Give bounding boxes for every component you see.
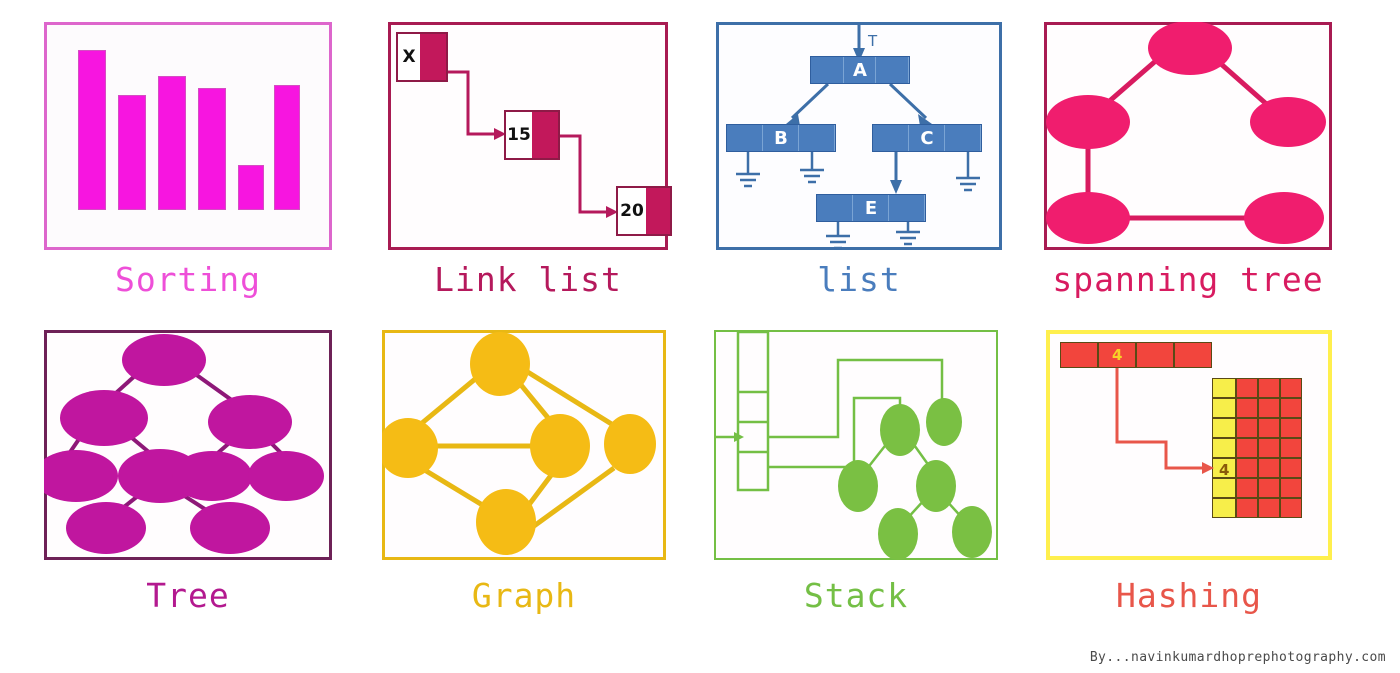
hash-input-cell[interactable] [1174, 342, 1212, 368]
node-pointer-cell [532, 112, 558, 158]
hash-slot[interactable] [1258, 438, 1280, 458]
hash-input-cell[interactable] [1060, 342, 1098, 368]
panel-list[interactable]: T A B C E list [716, 18, 1002, 299]
node-cell [811, 57, 844, 83]
hash-slot[interactable] [1236, 498, 1258, 518]
caption-hashing: Hashing [1115, 576, 1263, 615]
node-cell [853, 195, 889, 221]
panel-sorting[interactable]: Sorting [44, 22, 332, 299]
hash-slot[interactable] [1280, 378, 1302, 398]
node-cell [876, 57, 910, 83]
bar-6 [274, 85, 300, 210]
hash-slot[interactable] [1258, 498, 1280, 518]
hash-slot[interactable] [1258, 398, 1280, 418]
bar-1 [78, 50, 106, 210]
hash-slot[interactable] [1236, 438, 1258, 458]
hash-slot[interactable] [1280, 418, 1302, 438]
node-cell [889, 195, 925, 221]
node-cell [945, 125, 981, 151]
binary-tree-nodes-icon [716, 18, 1002, 250]
caption-list: list [817, 260, 901, 299]
node-cell [909, 125, 945, 151]
panel-hashing[interactable]: 4 4 [1046, 330, 1332, 615]
bar-2 [118, 95, 146, 210]
hash-slot[interactable] [1236, 398, 1258, 418]
node-value: 20 [618, 188, 646, 234]
hash-bucket-value: 4 [1219, 461, 1230, 479]
hash-slot[interactable] [1258, 458, 1280, 478]
root-pointer-label: T [868, 32, 878, 50]
list-node[interactable]: 15 [504, 110, 560, 160]
stack-icon [712, 330, 998, 560]
node-label: A [853, 59, 867, 81]
stack-frame [714, 330, 998, 560]
hash-slot[interactable] [1236, 458, 1258, 478]
node-pointer-cell [420, 34, 446, 80]
node-cell [799, 125, 835, 151]
node-value: 15 [506, 112, 532, 158]
hash-slot[interactable] [1258, 418, 1280, 438]
hash-slot[interactable] [1236, 378, 1258, 398]
node-cell [763, 125, 799, 151]
list-node-e[interactable]: E [816, 194, 926, 222]
node-label: B [774, 127, 788, 149]
bar-3 [158, 76, 186, 210]
tree-icon [34, 330, 332, 560]
node-value: X [398, 34, 420, 80]
caption-spanning-tree: spanning tree [1052, 260, 1324, 299]
graph-icon [378, 330, 666, 560]
hash-slot[interactable] [1280, 398, 1302, 418]
bar-5 [238, 165, 264, 210]
list-node[interactable]: 20 [616, 186, 672, 236]
caption-sorting: Sorting [114, 260, 262, 299]
hash-bucket[interactable] [1212, 498, 1236, 518]
hash-bucket[interactable] [1212, 418, 1236, 438]
panel-graph[interactable]: Graph [378, 330, 666, 615]
caption-stack: Stack [803, 576, 909, 615]
hash-bucket[interactable] [1212, 398, 1236, 418]
hash-arrow-icon [1046, 330, 1332, 560]
hash-slot[interactable] [1236, 418, 1258, 438]
node-cell [817, 195, 853, 221]
hash-bucket[interactable] [1212, 378, 1236, 398]
hash-slot[interactable] [1280, 478, 1302, 498]
hash-bucket[interactable] [1212, 438, 1236, 458]
hash-slot[interactable] [1258, 378, 1280, 398]
caption-link-list: Link list [434, 260, 622, 299]
hash-key-value: 4 [1112, 346, 1123, 364]
list-node-c[interactable]: C [872, 124, 982, 152]
panel-spanning-tree[interactable]: spanning tree [1044, 21, 1332, 299]
watermark-text: By...navinkumardhoprephotography.com [1089, 650, 1386, 665]
node-label: C [920, 127, 934, 149]
hash-slot[interactable] [1280, 438, 1302, 458]
list-node-a[interactable]: A [810, 56, 910, 84]
node-label: E [864, 197, 878, 219]
hash-input-cell[interactable] [1136, 342, 1174, 368]
bar-chart-icon [78, 50, 300, 210]
spanning-tree-icon [1044, 21, 1332, 250]
linked-list-icon [388, 22, 668, 250]
hash-slot[interactable] [1280, 458, 1302, 478]
hash-bucket[interactable] [1212, 478, 1236, 498]
panel-stack[interactable]: Stack [712, 330, 998, 615]
caption-graph: Graph [471, 576, 577, 615]
node-cell [844, 57, 877, 83]
hash-slot[interactable] [1236, 478, 1258, 498]
list-node[interactable]: X [396, 32, 448, 82]
hash-slot[interactable] [1280, 498, 1302, 518]
node-pointer-cell [646, 188, 670, 234]
node-cell [873, 125, 909, 151]
caption-tree: Tree [146, 576, 230, 615]
panel-link-list[interactable]: X 15 20 Link list [388, 22, 672, 299]
panel-tree[interactable]: Tree [34, 330, 332, 615]
node-cell [727, 125, 763, 151]
hash-slot[interactable] [1258, 478, 1280, 498]
list-node-b[interactable]: B [726, 124, 836, 152]
hash-input-cell-key[interactable] [1098, 342, 1136, 368]
bar-4 [198, 88, 226, 210]
